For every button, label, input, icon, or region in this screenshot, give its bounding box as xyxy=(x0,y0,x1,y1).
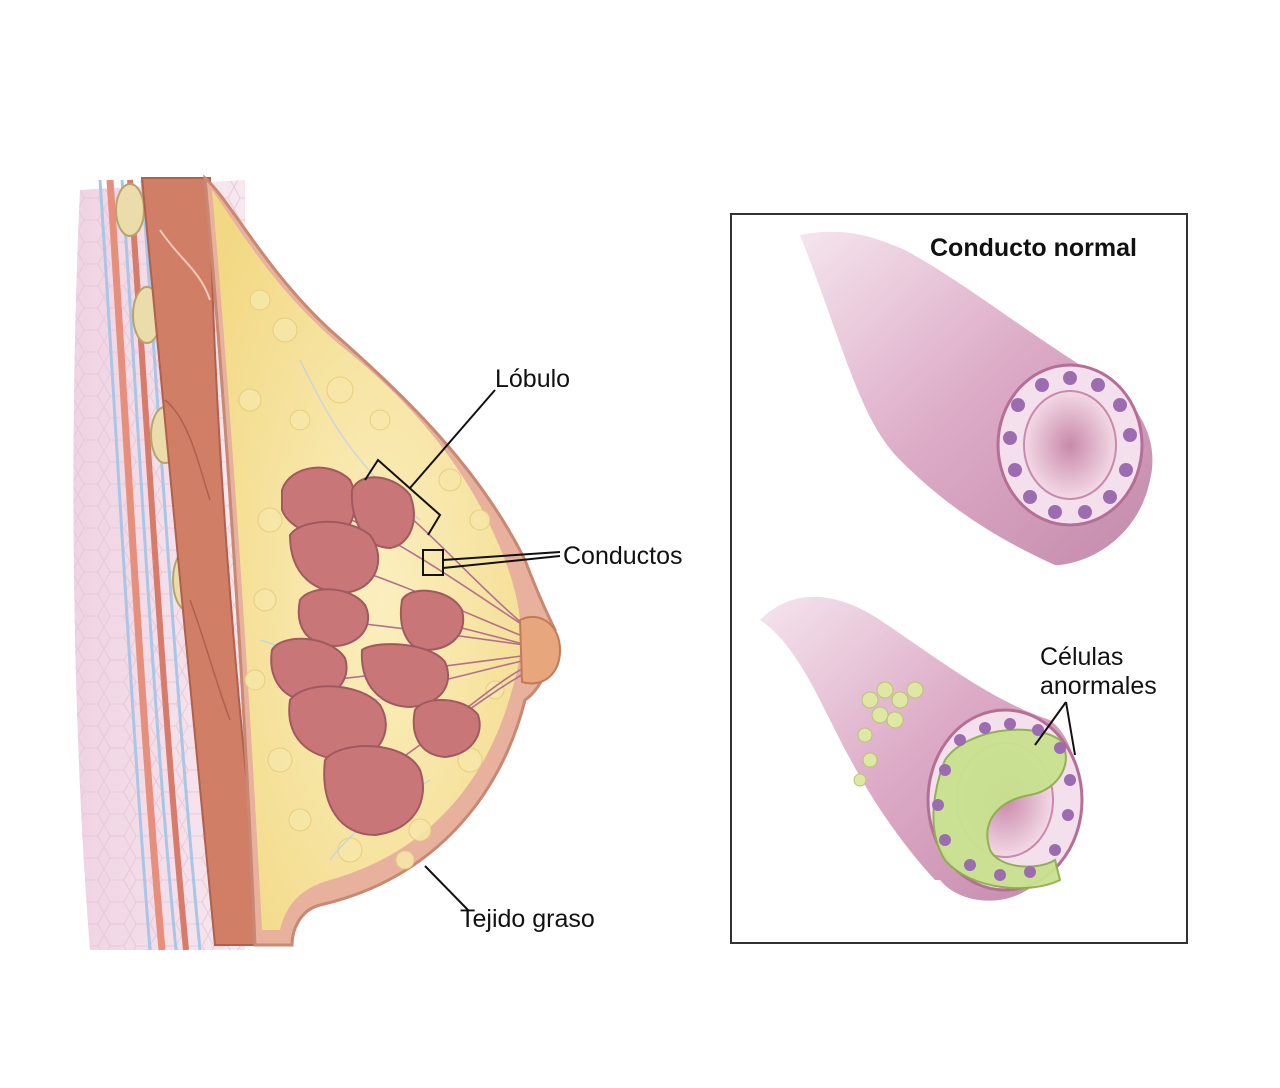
normal-duct xyxy=(800,231,1153,565)
lobule xyxy=(323,745,424,837)
abnormal-duct xyxy=(760,596,1084,901)
rib xyxy=(115,183,145,237)
normal-duct-title: Conducto normal xyxy=(930,234,1137,262)
pectoral-muscle xyxy=(140,177,267,946)
normal-cell-nuclei xyxy=(1003,371,1137,519)
lobule xyxy=(360,643,450,709)
abnormal-cells-label-line2: anormales xyxy=(1040,671,1157,700)
abnormal-cells-label-line1: Células xyxy=(1040,643,1124,671)
lobule xyxy=(297,588,370,648)
abnormal-cell-cluster xyxy=(853,681,924,787)
abnormal-cells-callout xyxy=(1034,701,1076,756)
abnormal-cell-nuclei xyxy=(932,718,1076,881)
lobule-callout xyxy=(364,389,496,536)
abnormal-cells-label: Células anormales xyxy=(1040,643,1157,701)
lobule xyxy=(399,589,465,652)
lobule-label: Lóbulo xyxy=(495,365,571,393)
ducts-label: Conductos xyxy=(563,542,683,570)
lobule xyxy=(412,698,481,759)
fat-callout xyxy=(424,865,469,911)
fatty-tissue-label: Tejido graso xyxy=(460,905,595,933)
lobule xyxy=(288,520,380,594)
lobules xyxy=(270,466,481,837)
lobule xyxy=(270,637,348,702)
abnormal-cell-layer xyxy=(932,728,1067,890)
ducts-callout xyxy=(422,549,561,576)
normal-duct-lumen xyxy=(1023,390,1117,500)
nipple xyxy=(518,615,562,685)
lobule xyxy=(288,685,387,762)
fascia-layers xyxy=(98,179,202,951)
